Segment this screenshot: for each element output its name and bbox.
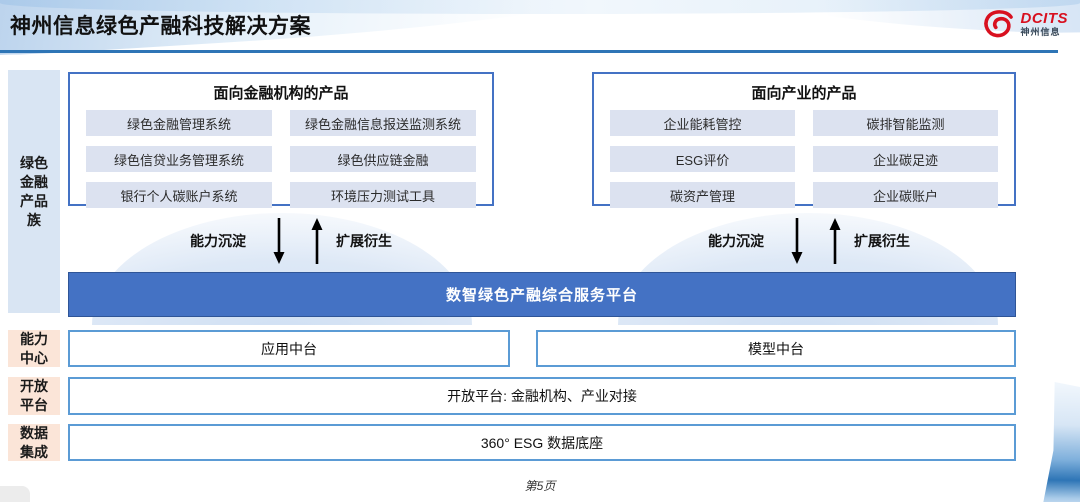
- application-middle-platform-box: 应用中台: [68, 330, 510, 367]
- corner-gray-decoration: [0, 486, 30, 502]
- sidebar-label-open-platform: 开放平台: [8, 377, 60, 415]
- page-title: 神州信息绿色产融科技解决方案: [10, 15, 311, 38]
- product-item: 绿色供应链金融: [290, 146, 476, 172]
- product-item: 绿色信贷业务管理系统: [86, 146, 272, 172]
- extension-derive-label: 扩展衍生: [854, 233, 910, 249]
- page-number: 第5页: [524, 479, 556, 493]
- esg-data-base-box: 360° ESG 数据底座: [68, 424, 1016, 461]
- logo-text: DCITS 神州信息: [1021, 11, 1069, 37]
- arrow-up-icon: [829, 218, 841, 264]
- industry-products-panel: 面向产业的产品 企业能耗管控 碳排智能监测 ESG评价 企业碳足迹 碳资产管理 …: [592, 72, 1016, 208]
- sidebar-label-text: 绿色金融产品族: [20, 154, 48, 228]
- sidebar-label-text: 开放平台: [20, 378, 48, 413]
- header-swoosh-decoration: [0, 0, 1080, 14]
- arrow-down-icon: [791, 218, 803, 264]
- product-item: 企业能耗管控: [610, 110, 795, 136]
- financial-products-panel: 面向金融机构的产品 绿色金融管理系统 绿色金融信息报送监测系统 绿色信贷业务管理…: [68, 72, 494, 208]
- logo-subbrand: 神州信息: [1020, 27, 1061, 37]
- product-item: ESG评价: [610, 146, 795, 172]
- extension-derive-label: 扩展衍生: [336, 233, 392, 249]
- sidebar-label-text: 能力中心: [20, 330, 48, 366]
- capability-sink-label: 能力沉淀: [708, 233, 764, 249]
- product-item: 绿色金融管理系统: [86, 110, 272, 136]
- header-divider: [0, 50, 1058, 53]
- product-item: 企业碳账户: [813, 182, 998, 208]
- dcits-swirl-icon: [983, 10, 1013, 38]
- platform-banner: 数智绿色产融综合服务平台: [68, 272, 1016, 317]
- arrow-up-icon: [311, 218, 323, 264]
- product-grid: 企业能耗管控 碳排智能监测 ESG评价 企业碳足迹 碳资产管理 企业碳账户: [594, 103, 1014, 208]
- sidebar-label-green-finance-family: 绿色金融产品族: [8, 70, 60, 313]
- capability-sink-label: 能力沉淀: [190, 233, 246, 249]
- panel-title: 面向产业的产品: [751, 85, 857, 102]
- arrow-down-icon: [273, 218, 285, 264]
- sidebar-label-text: 数据集成: [20, 424, 48, 460]
- arrow-group-left: 能力沉淀 扩展衍生: [190, 216, 392, 266]
- product-item: 碳资产管理: [610, 182, 795, 208]
- product-grid: 绿色金融管理系统 绿色金融信息报送监测系统 绿色信贷业务管理系统 绿色供应链金融…: [70, 103, 492, 208]
- product-item: 环境压力测试工具: [290, 182, 476, 208]
- open-platform-box: 开放平台: 金融机构、产业对接: [68, 377, 1016, 415]
- product-item: 碳排智能监测: [813, 110, 998, 136]
- company-logo: DCITS 神州信息: [981, 8, 1069, 40]
- sidebar-label-capability-center: 能力中心: [8, 330, 60, 367]
- product-item: 银行个人碳账户系统: [86, 182, 272, 208]
- model-middle-platform-box: 模型中台: [536, 330, 1016, 367]
- arrow-group-right: 能力沉淀 扩展衍生: [708, 216, 910, 266]
- product-item: 绿色金融信息报送监测系统: [290, 110, 476, 136]
- logo-brand: DCITS: [1020, 10, 1068, 27]
- product-item: 企业碳足迹: [813, 146, 998, 172]
- panel-title: 面向金融机构的产品: [213, 85, 349, 102]
- sidebar-label-data-integration: 数据集成: [8, 424, 60, 461]
